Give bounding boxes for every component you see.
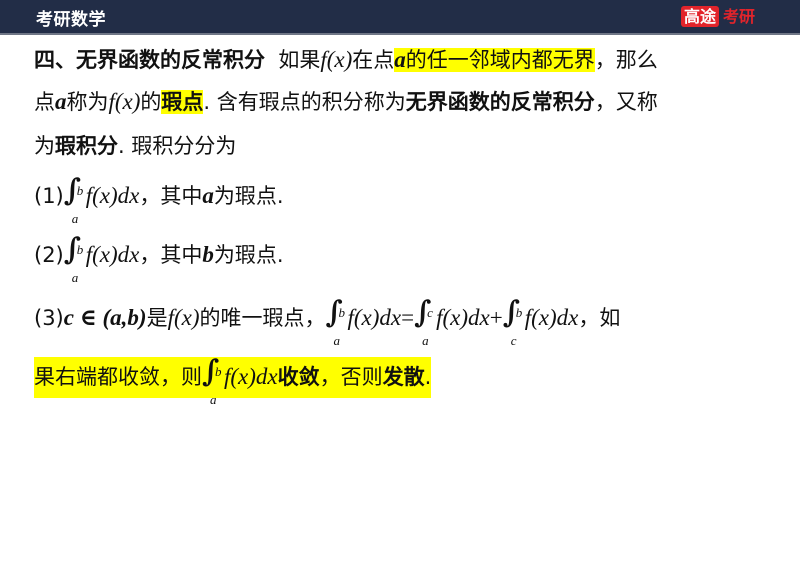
text: 的 <box>140 90 162 114</box>
bold-term: 发散 <box>382 365 425 389</box>
math-fx: f(x) <box>167 305 200 330</box>
math-condition: c ∈ (a,b) <box>63 305 147 330</box>
definition-line-2: 点a称为f(x)的瑕点. 含有瑕点的积分称为无界函数的反常积分，又称 <box>34 86 658 118</box>
brand-logo: 高途 考研 <box>681 5 755 27</box>
math-integrand: f(x)dx <box>85 242 140 267</box>
text: ，如 <box>578 306 621 330</box>
definition-line-1: 四、无界函数的反常积分 如果f(x)在点a的任一邻域内都无界，那么 <box>34 44 658 76</box>
text: . 含有瑕点的积分称为 <box>203 90 406 114</box>
highlight: a的任一邻域内都无界 <box>394 47 595 72</box>
text: 的唯一瑕点， <box>199 306 326 330</box>
bold-term: 瑕积分 <box>55 134 118 158</box>
text: . 瑕积分分为 <box>118 134 237 158</box>
math-a: a <box>394 47 406 72</box>
equals-sign: = <box>401 305 415 330</box>
bold-term: 收敛 <box>277 365 320 389</box>
text: 为 <box>34 134 55 158</box>
plus-sign: + <box>489 305 503 330</box>
math-integrand: f(x)dx <box>524 305 579 330</box>
brand-badge: 高途 <box>681 5 720 27</box>
text: . <box>424 365 432 389</box>
text: 为瑕点. <box>213 243 284 267</box>
text: ，否则 <box>319 365 383 389</box>
math-integrand: f(x)dx <box>436 305 490 330</box>
definition-line-3: 为瑕积分. 瑕积分分为 <box>34 130 236 162</box>
text: 为瑕点. <box>213 184 284 208</box>
text: ，其中 <box>139 243 203 267</box>
math-integrand: f(x)dx <box>347 305 402 330</box>
math-integrand: f(x)dx <box>85 183 140 208</box>
brand-text: 考研 <box>723 6 756 26</box>
header-bar: 考研数学 高途 考研 <box>0 0 800 35</box>
course-title: 考研数学 <box>36 10 106 30</box>
highlight-term: 瑕点 <box>161 90 204 114</box>
text: 称为 <box>66 90 109 114</box>
item-number: (1) <box>34 184 64 208</box>
math-fx: f(x) <box>320 47 353 72</box>
section-heading: 四、无界函数的反常积分 <box>34 48 265 72</box>
math-fx: f(x) <box>108 89 141 114</box>
text: 在点 <box>352 48 395 72</box>
text: ，其中 <box>139 184 203 208</box>
text: 果右端都收敛，则 <box>34 365 202 389</box>
text: ，那么 <box>594 48 658 72</box>
text: 如果 <box>278 48 321 72</box>
item-number: (2) <box>34 243 64 267</box>
text: 点 <box>34 90 55 114</box>
item-number: (3) <box>34 306 64 330</box>
math-a: a <box>55 89 67 114</box>
bold-term: 无界函数的反常积分 <box>405 90 595 114</box>
math-var: b <box>202 242 214 267</box>
highlighted-text: 的任一邻域内都无界 <box>405 48 595 72</box>
math-integrand: f(x)dx <box>224 364 278 389</box>
math-var: a <box>202 183 214 208</box>
text: 是 <box>146 306 168 330</box>
text: ，又称 <box>594 90 658 114</box>
